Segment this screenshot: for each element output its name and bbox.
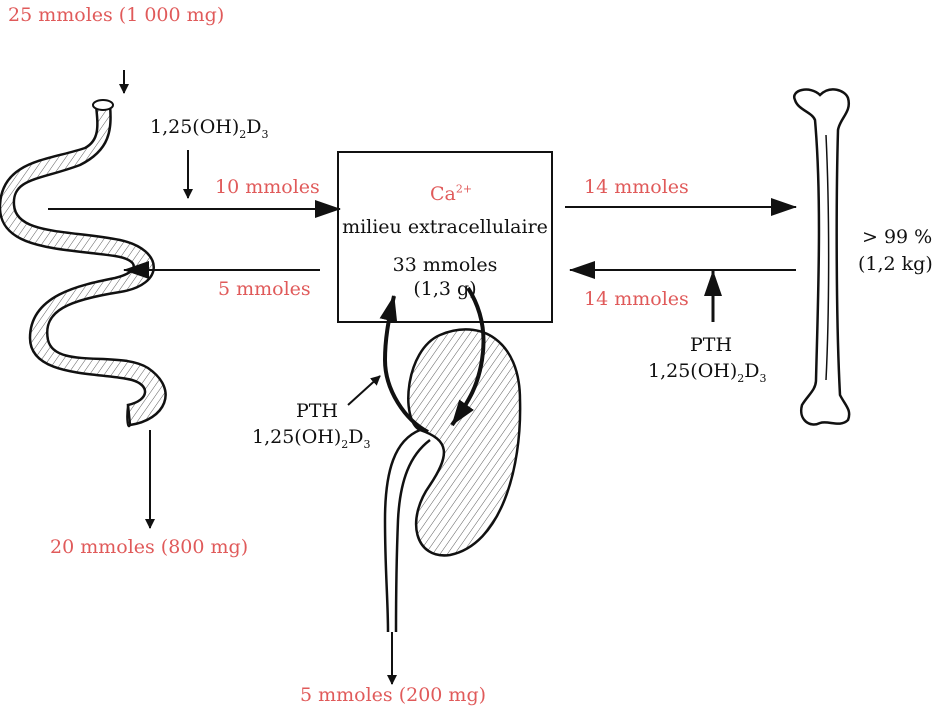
kidney-icon (383, 328, 522, 633)
absorption-label: 10 mmoles (215, 176, 320, 198)
vitd-bone-label: 1,25(OH)2D3 (648, 360, 767, 385)
feces-label: 20 mmoles (800 mg) (50, 536, 249, 558)
secretion-label: 5 mmoles (218, 278, 311, 300)
reabsorption-arrow (379, 295, 429, 434)
bone-pct-label: > 99 % (862, 226, 933, 248)
intestine-icon (0, 99, 167, 428)
from-bone-label: 14 mmoles (584, 288, 689, 310)
box-line2: 33 mmoles (392, 254, 498, 276)
box-line3: (1,3 g) (413, 278, 477, 300)
urine-label: 5 mmoles (200 mg) (300, 684, 487, 706)
filtration-arrow (450, 286, 486, 427)
pth-kidney-arrow (347, 375, 381, 406)
to-bone-label: 14 mmoles (584, 176, 689, 198)
box-ion-label: Ca2+ (430, 182, 473, 205)
vitd-gut-label: 1,25(OH)2D3 (150, 116, 269, 141)
extracellular-box (337, 151, 553, 323)
pth-kidney-label: PTH (296, 400, 339, 422)
vitd-kidney-label: 1,25(OH)2D3 (252, 426, 371, 451)
intake-label: 25 mmoles (1 000 mg) (8, 4, 225, 26)
bone-mass-label: (1,2 kg) (858, 253, 933, 275)
bone-icon (793, 88, 851, 426)
box-line1: milieu extracellulaire (342, 216, 548, 238)
pth-bone-label: PTH (690, 334, 733, 356)
